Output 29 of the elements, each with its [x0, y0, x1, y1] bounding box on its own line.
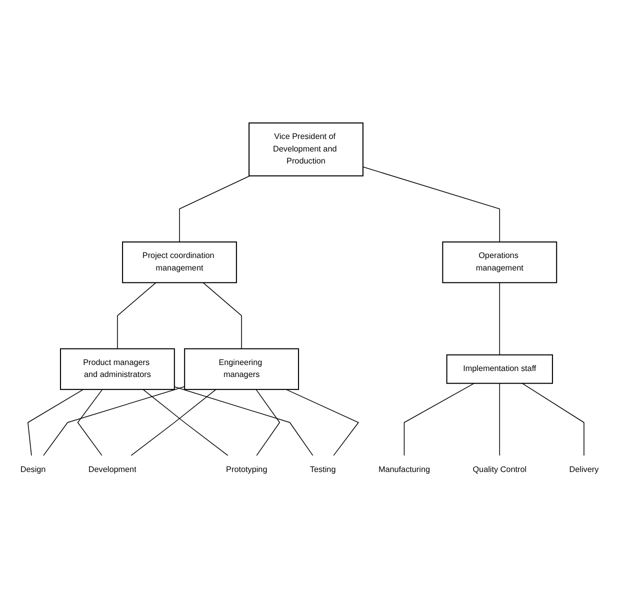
node-text: Manufacturing — [378, 465, 430, 474]
connector — [117, 282, 156, 350]
node-text: Prototyping — [226, 465, 268, 474]
node-box: Implementation staff — [446, 354, 553, 384]
connector — [499, 382, 500, 456]
node-box: Vice President of Development and Production — [248, 122, 364, 176]
node-text: Quality Control — [472, 465, 527, 474]
connector — [362, 166, 500, 242]
connector — [522, 382, 584, 456]
node-box: Product managers and administrators — [60, 348, 175, 390]
connector — [174, 386, 314, 456]
connector — [130, 389, 216, 456]
node-text: Testing — [310, 465, 336, 474]
connector — [142, 389, 228, 456]
node-box: Operations management — [442, 241, 558, 284]
connector — [499, 282, 500, 356]
connector — [286, 389, 360, 456]
node-text: Development — [88, 465, 136, 474]
connector — [28, 389, 84, 456]
connector — [404, 382, 475, 456]
node-text: Delivery — [569, 465, 599, 474]
node-box: Engineering managers — [184, 348, 300, 390]
connector — [179, 175, 250, 242]
node-text: Design — [20, 465, 46, 474]
connector — [77, 389, 103, 456]
connector — [202, 282, 242, 350]
node-box: Project coordination management — [122, 241, 237, 284]
connector — [256, 389, 280, 456]
connector — [43, 386, 185, 456]
